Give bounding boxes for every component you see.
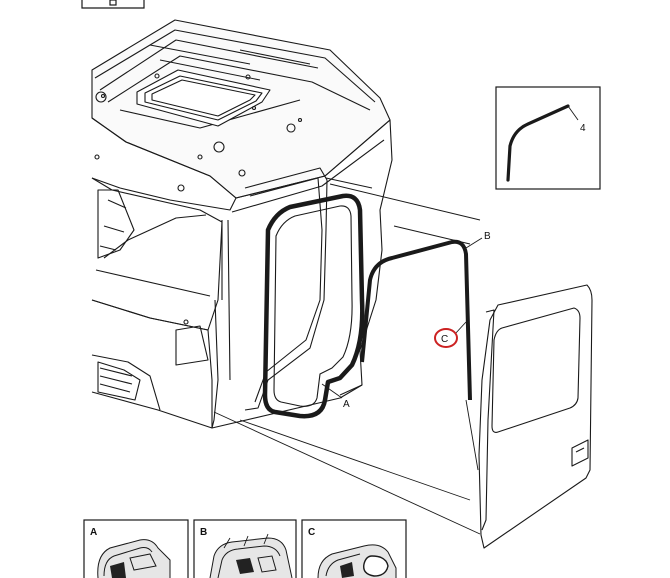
cab-body bbox=[91, 19, 393, 429]
callout-label-c: C bbox=[441, 334, 448, 345]
inset-part-4 bbox=[495, 86, 601, 190]
highlight-circle-c bbox=[434, 328, 458, 348]
callout-label-b: B bbox=[484, 231, 491, 242]
detail-label-a: A bbox=[90, 527, 97, 538]
detail-label-b: B bbox=[200, 527, 207, 538]
seal-a bbox=[262, 193, 365, 419]
callout-label-4: 4 bbox=[580, 123, 586, 134]
door-panel bbox=[478, 284, 593, 549]
seal-b bbox=[360, 239, 472, 401]
callout-leaders bbox=[321, 237, 483, 399]
projection-lines bbox=[213, 177, 481, 535]
detail-panel-b: B bbox=[193, 519, 297, 578]
cropped-top-inset bbox=[81, 0, 145, 9]
detail-label-c: C bbox=[308, 527, 315, 538]
callout-label-a: A bbox=[343, 399, 350, 410]
detail-panel-c: C bbox=[301, 519, 407, 578]
detail-panel-a: A bbox=[83, 519, 189, 578]
